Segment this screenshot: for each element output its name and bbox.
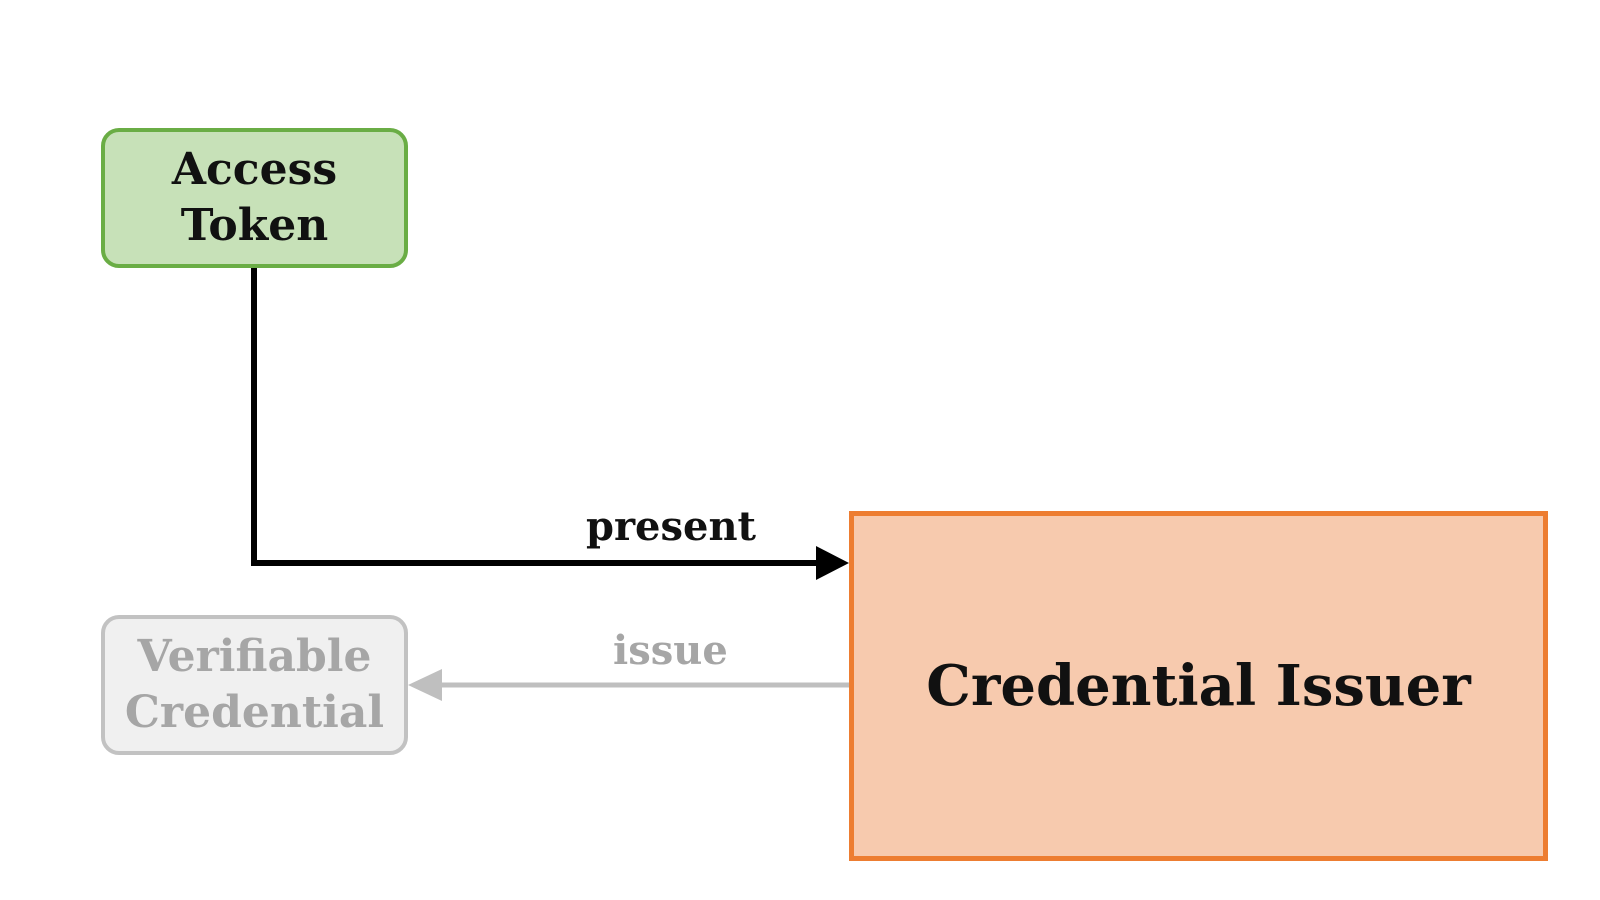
present-connector-line	[251, 268, 818, 566]
present-arrowhead	[816, 546, 849, 580]
credential-issuer-node[interactable]: Credential Issuer	[849, 511, 1548, 861]
access-token-node[interactable]: Access Token	[101, 128, 408, 268]
issue-arrowhead	[408, 669, 442, 701]
access-token-label: Access Token	[171, 144, 338, 251]
verifiable-credential-node[interactable]: Verifiable Credential	[101, 615, 408, 755]
present-edge-label: present	[586, 503, 757, 550]
issue-edge-label: issue	[613, 627, 728, 674]
verifiable-credential-label: Verifiable Credential	[124, 631, 385, 738]
credential-issuer-label: Credential Issuer	[926, 653, 1471, 719]
